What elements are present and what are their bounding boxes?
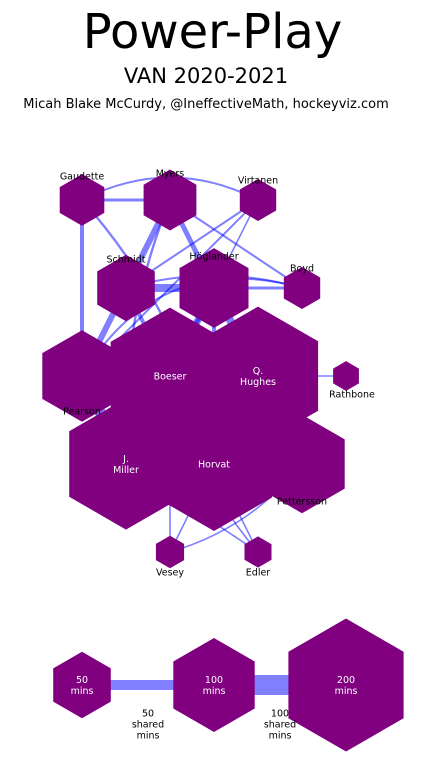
team-season-subtitle: VAN 2020-2021 [123, 64, 289, 88]
author-credit: Micah Blake McCurdy, @IneffectiveMath, h… [23, 97, 389, 112]
legend-node-100 [173, 638, 255, 732]
player-label-schmidt: Schmidt [107, 255, 146, 266]
player-label-boyd: Boyd [290, 264, 314, 275]
player-label-pettersson: Pettersson [277, 497, 327, 508]
player-label-virtanen: Virtanen [238, 176, 278, 187]
legend [53, 618, 404, 752]
player-node-gaudette [59, 174, 105, 226]
player-label-myers: Myers [156, 169, 185, 180]
player-label-vesey: Vesey [156, 568, 184, 579]
player-label-jmiller: J.Miller [113, 454, 139, 476]
player-node-horvat [156, 397, 272, 531]
page-title: Power-Play [82, 4, 343, 60]
legend-node-200 [288, 618, 404, 752]
player-label-horvat: Horvat [198, 460, 230, 471]
player-node-hoglander [179, 248, 249, 328]
player-node-pearson [42, 330, 122, 422]
player-node-vesey [155, 535, 185, 569]
player-node-schmidt [97, 254, 155, 322]
player-label-edler: Edler [246, 568, 271, 579]
player-node-boyd [283, 267, 321, 309]
player-node-pettersson [259, 414, 345, 514]
player-label-rathbone: Rathbone [329, 390, 375, 401]
player-node-virtanen [239, 179, 277, 221]
player-label-qhughes: Q.Hughes [240, 366, 276, 388]
player-label-pearson: Pearson [63, 407, 101, 418]
player-label-boeser: Boeser [154, 372, 187, 383]
nodes-layer [42, 169, 359, 569]
player-node-edler [244, 536, 272, 568]
player-label-hoglander: Höglander [189, 252, 238, 263]
player-label-gaudette: Gaudette [60, 172, 105, 183]
player-node-jmiller [69, 398, 183, 530]
player-node-rathbone [333, 361, 359, 391]
player-node-myers [143, 169, 197, 231]
legend-node-50 [53, 651, 111, 719]
